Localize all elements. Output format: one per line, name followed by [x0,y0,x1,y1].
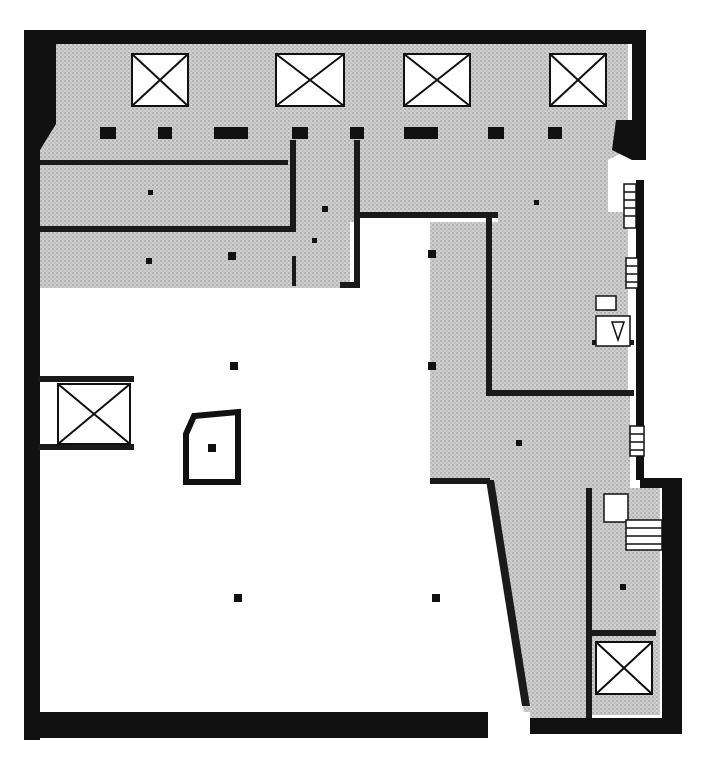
interior-walls [38,140,656,718]
skylight-2 [275,53,345,107]
exterior-walls [24,30,682,740]
columns [100,127,626,602]
skylight-4 [549,53,607,107]
stair-north-east [623,183,637,229]
elevator-southeast [595,641,653,695]
elevator-west [57,383,131,445]
south-entrance [488,712,530,738]
east-corridor [498,212,628,395]
stair-east [595,257,639,347]
stair-southeast [603,425,663,551]
skylight-1 [131,53,189,107]
elevator-shafts [57,383,653,695]
central-core [183,408,241,485]
skylight-3 [403,53,471,107]
central-corridor [430,222,630,726]
open-floor [40,222,528,706]
stairs [595,183,663,551]
skylights [131,53,607,107]
